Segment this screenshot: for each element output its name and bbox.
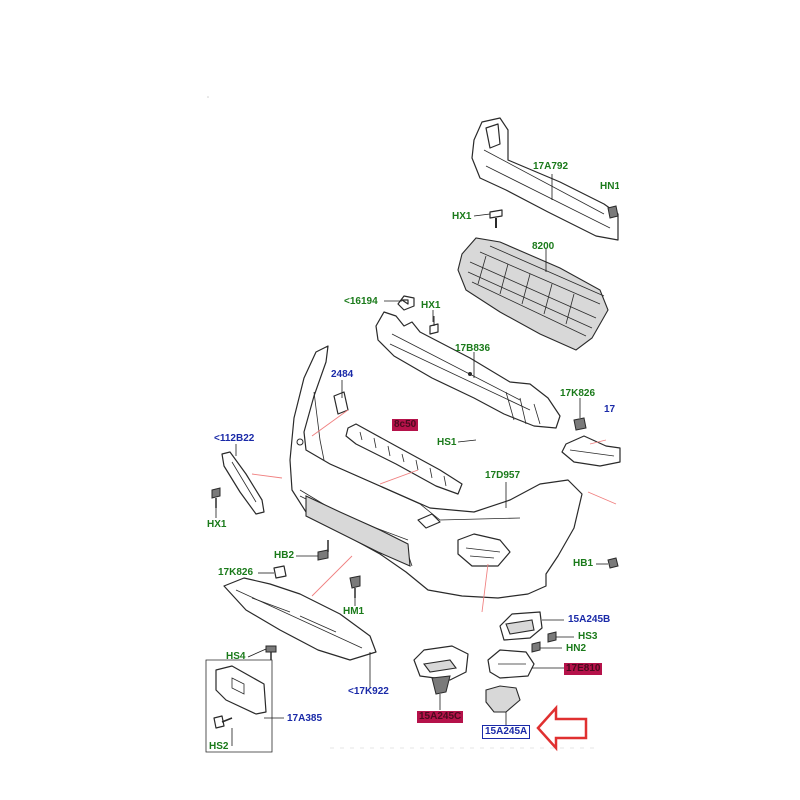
- hx1-screw-mid: [429, 316, 439, 335]
- strip-8c50-part: [345, 423, 463, 495]
- hn1-clip-part: [607, 205, 619, 219]
- label-8c50: 8c50: [392, 419, 419, 431]
- faint-marks: [207, 96, 600, 749]
- bracket-17k826-right: [573, 417, 587, 431]
- label-16194: <16194: [344, 296, 378, 307]
- plate-bracket-part: [205, 659, 273, 753]
- label-hs4: HS4: [226, 651, 246, 662]
- side-bracket-right-part: [561, 435, 621, 467]
- label-17d957: 17D957: [485, 470, 521, 481]
- label-hb2: HB2: [274, 550, 295, 561]
- label-hn2: HN2: [566, 643, 587, 654]
- bumper-beam-part: [471, 117, 619, 241]
- cover-15a245b-part: [499, 611, 543, 641]
- label-17k922: <17K922: [348, 686, 389, 697]
- label-hs1: HS1: [437, 437, 457, 448]
- label-15a245a: 15A245A: [482, 725, 531, 739]
- label-2484: 2484: [331, 369, 354, 380]
- label-15a245b: 15A245B: [568, 614, 611, 625]
- hollow-left-arrow-icon: [536, 704, 588, 752]
- label-hx1-mid: HX1: [421, 300, 441, 311]
- label-hm1: HM1: [343, 606, 365, 617]
- fog-grille-15a245c-part: [413, 645, 469, 695]
- hb1-fastener: [607, 557, 619, 569]
- label-17k826-right: 17K826: [560, 388, 596, 399]
- label-15a245c: 15A245C: [417, 711, 464, 723]
- hx1-screw-top: [489, 209, 503, 228]
- bracket-2484-part: [333, 391, 349, 415]
- label-8200: 8200: [532, 241, 555, 252]
- grille-part: [457, 237, 609, 351]
- hn2-clip: [531, 641, 541, 653]
- label-hb1: HB1: [573, 558, 594, 569]
- cover-15a245a-part: [485, 685, 521, 713]
- bracket-112b22-part: [221, 451, 265, 515]
- assembly-leaders: [251, 409, 617, 613]
- clip-16194-part: [397, 295, 415, 311]
- hs3-screw: [547, 631, 557, 643]
- bracket-17e810-part: [487, 649, 535, 679]
- hs4-screw: [265, 645, 277, 660]
- bracket-17k826-left: [273, 565, 287, 579]
- hx1-screw-left: [211, 487, 221, 508]
- label-17-cut: 17: [604, 404, 616, 415]
- label-hn1: HN1: [600, 181, 619, 192]
- hs2-screw: [213, 715, 233, 729]
- upper-carrier-part: [375, 311, 561, 429]
- bumper-cover-part: [289, 345, 583, 599]
- label-112b22: <112B22: [214, 433, 255, 444]
- hm1-fastener: [349, 575, 361, 598]
- label-hx1-top: HX1: [452, 211, 472, 222]
- label-17b836: 17B836: [455, 343, 491, 354]
- label-hs2: HS2: [209, 741, 229, 752]
- label-17a792: 17A792: [533, 161, 569, 172]
- label-17k826-left: 17K826: [218, 567, 254, 578]
- label-hx1-left: HX1: [207, 519, 227, 530]
- label-hs3: HS3: [578, 631, 598, 642]
- hb2-fastener: [317, 540, 329, 561]
- undertray-part: [223, 577, 377, 661]
- label-17a385: 17A385: [287, 713, 323, 724]
- label-17e810: 17E810: [564, 663, 603, 675]
- leader-lines: [215, 174, 608, 746]
